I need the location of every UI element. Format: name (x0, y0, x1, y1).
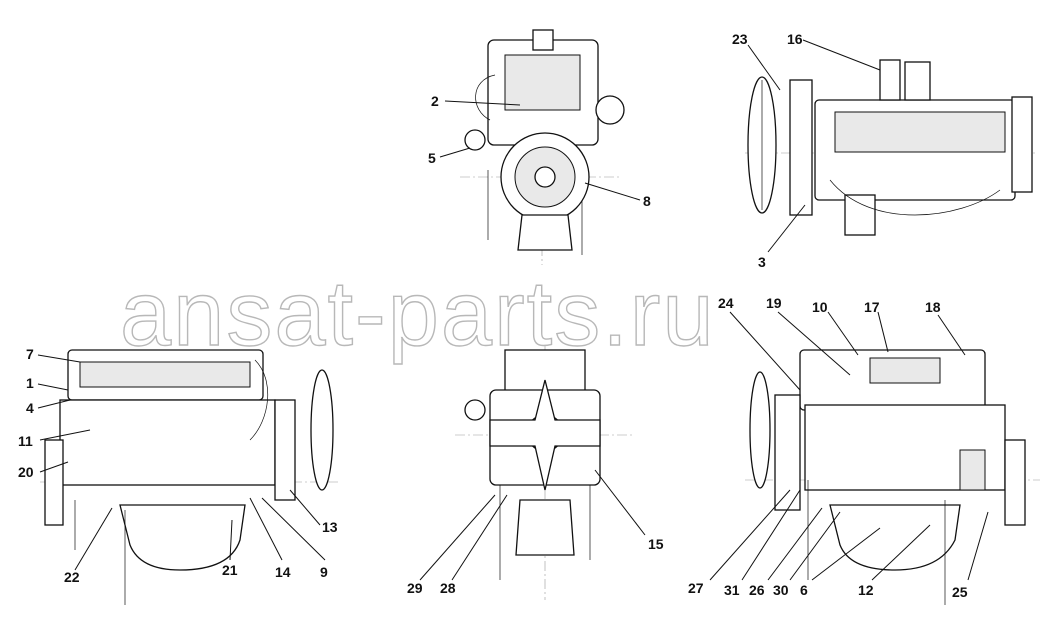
callout-28: 28 (440, 580, 456, 596)
engine-front-view-top (460, 29, 625, 265)
callout-12: 12 (858, 582, 874, 598)
callout-27: 27 (688, 580, 704, 596)
callout-22: 22 (64, 569, 80, 585)
callout-1: 1 (26, 375, 34, 391)
engine-left-side-view (40, 349, 340, 605)
callout-17: 17 (864, 299, 880, 315)
callout-21: 21 (222, 562, 238, 578)
engine-top-view (745, 59, 1035, 236)
callout-labels: 2 5 8 23 16 3 7 1 4 11 20 22 21 14 9 13 … (18, 31, 968, 600)
engine-front-view-bottom (455, 345, 635, 600)
callout-30: 30 (773, 582, 789, 598)
callout-14: 14 (275, 564, 291, 580)
callout-20: 20 (18, 464, 34, 480)
callout-18: 18 (925, 299, 941, 315)
callout-19: 19 (766, 295, 782, 311)
callout-16: 16 (787, 31, 803, 47)
callout-25: 25 (952, 584, 968, 600)
watermark-text: ansat-parts.ru (120, 263, 716, 365)
callout-31: 31 (724, 582, 740, 598)
callout-10: 10 (812, 299, 828, 315)
callout-11: 11 (18, 433, 33, 449)
engine-right-side-view (745, 349, 1040, 605)
leader-lines (37, 39, 989, 581)
callout-2: 2 (431, 93, 439, 109)
callout-8: 8 (643, 193, 651, 209)
callout-15: 15 (648, 536, 664, 552)
callout-7: 7 (26, 346, 34, 362)
callout-26: 26 (749, 582, 765, 598)
callout-23: 23 (732, 31, 748, 47)
callout-3: 3 (758, 254, 766, 270)
callout-6: 6 (800, 582, 808, 598)
callout-24: 24 (718, 295, 734, 311)
callout-5: 5 (428, 150, 436, 166)
callout-9: 9 (320, 564, 328, 580)
callout-4: 4 (26, 400, 34, 416)
callout-13: 13 (322, 519, 338, 535)
callout-29: 29 (407, 580, 423, 596)
